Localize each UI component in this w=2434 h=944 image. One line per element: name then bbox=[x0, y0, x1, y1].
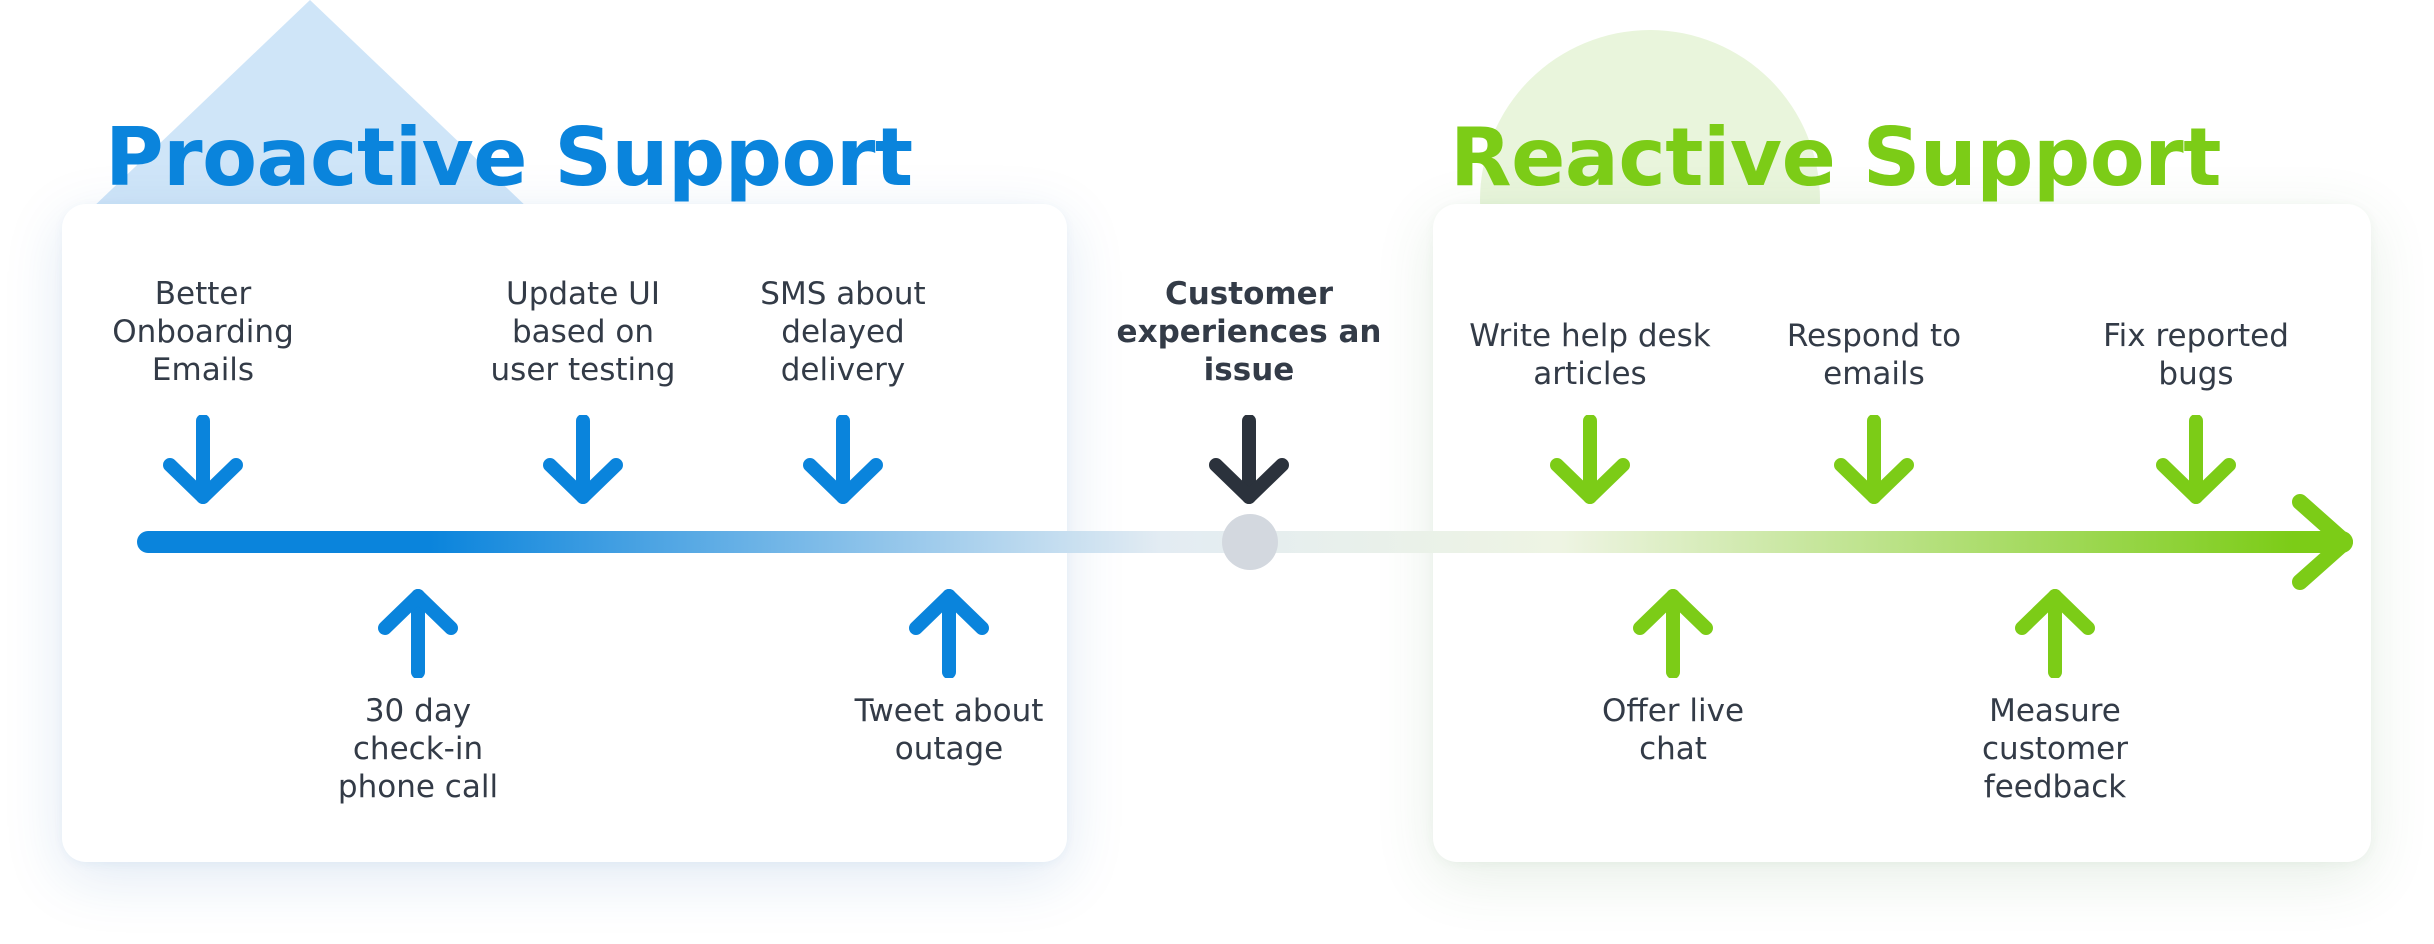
step-label-fix-reported-bugs: Fix reported bugs bbox=[2103, 318, 2289, 392]
step-label-better-onboarding-emails: Better Onboarding Emails bbox=[112, 276, 294, 388]
arrow-down-icon bbox=[2151, 414, 2241, 520]
arrow-up-icon bbox=[904, 578, 994, 683]
arrow-down-icon bbox=[1204, 414, 1294, 520]
step-label-respond-to-emails: Respond to emails bbox=[1786, 318, 1962, 392]
step-label-measure-customer-feedback: Measure customer feedback bbox=[1982, 693, 2128, 805]
arrow-down-icon bbox=[538, 414, 628, 520]
arrow-up-icon bbox=[2010, 578, 2100, 683]
arrow-up-icon bbox=[373, 578, 463, 683]
event-label-customer-issue: Customer experiences an issue bbox=[1116, 276, 1382, 388]
step-label-30-day-check-in: 30 day check-in phone call bbox=[337, 693, 499, 805]
proactive-support-title: Proactive Support bbox=[105, 111, 913, 204]
arrow-down-icon bbox=[798, 414, 888, 520]
reactive-support-title: Reactive Support bbox=[1450, 111, 2221, 204]
step-label-update-ui: Update UI based on user testing bbox=[490, 276, 676, 388]
arrow-down-icon bbox=[158, 414, 248, 520]
step-label-offer-live-chat: Offer live chat bbox=[1601, 693, 1745, 767]
step-label-write-help-desk-articles: Write help desk articles bbox=[1469, 318, 1711, 392]
step-label-tweet-about-outage: Tweet about outage bbox=[854, 693, 1044, 767]
issue-point-marker bbox=[1222, 514, 1278, 570]
arrow-down-icon bbox=[1545, 414, 1635, 520]
step-label-sms-delayed-delivery: SMS about delayed delivery bbox=[760, 276, 926, 388]
arrow-up-icon bbox=[1628, 578, 1718, 683]
arrow-down-icon bbox=[1829, 414, 1919, 520]
arrow-right-icon bbox=[2292, 494, 2353, 590]
